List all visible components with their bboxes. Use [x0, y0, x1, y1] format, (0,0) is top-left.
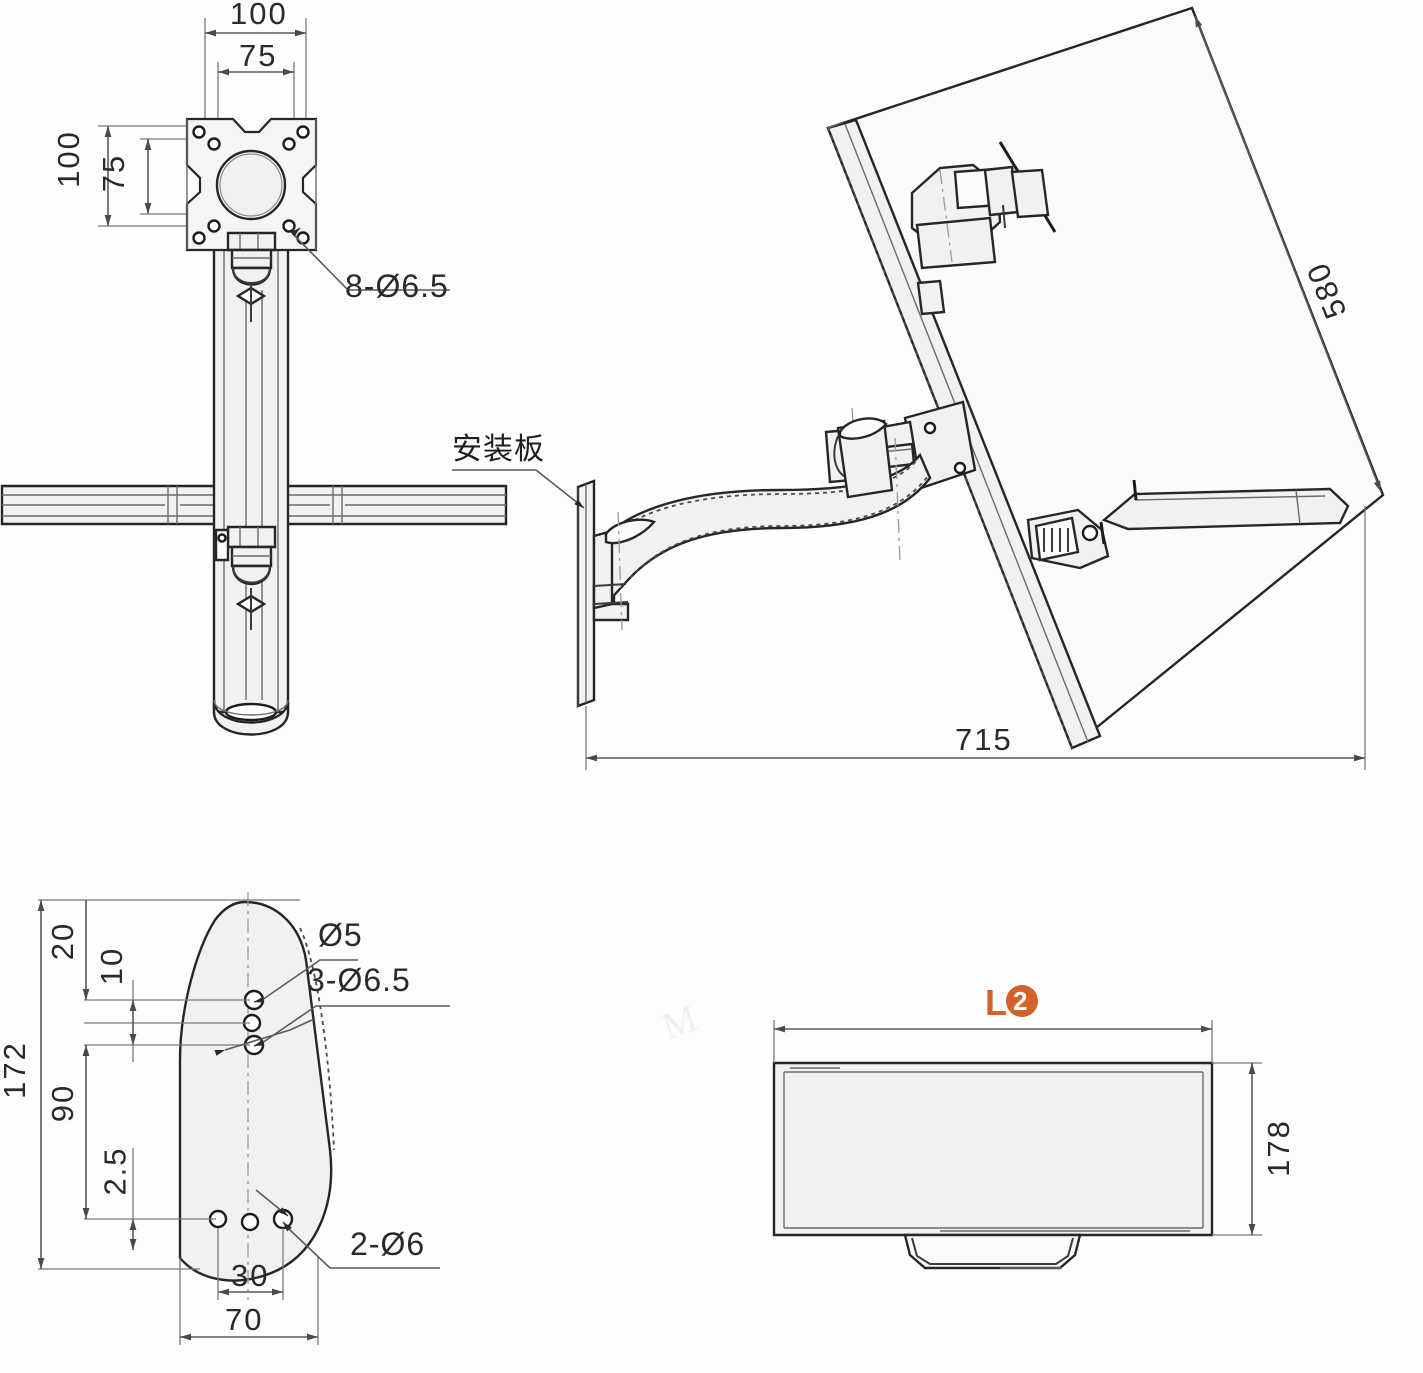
- vesa-hole: [192, 125, 206, 139]
- vesa-hole: [282, 219, 296, 233]
- monitor-lower-bracket: [1026, 479, 1350, 570]
- dim-reach-715: [585, 506, 1366, 770]
- monitor-upper-bracket: [910, 141, 1057, 316]
- vesa-hole: [207, 137, 221, 151]
- vesa-hole: [296, 231, 310, 245]
- vesa-plate: [185, 117, 318, 252]
- dim-width-70: [179, 1256, 319, 1345]
- vesa-hole: [207, 219, 221, 233]
- vesa-hole: [296, 125, 310, 139]
- dim-height-178: [1212, 1062, 1262, 1236]
- dim-screen-580: [1194, 15, 1382, 493]
- view-side-arm: [452, 6, 1385, 770]
- bracket-body: [178, 892, 335, 1300]
- dim-width-L: [773, 1020, 1213, 1063]
- badge-2-circle: [1006, 985, 1038, 1017]
- view-bracket-detail: [37, 892, 450, 1345]
- articulating-arm: [592, 417, 932, 631]
- bracket-hole-d6: [240, 1212, 260, 1232]
- view-front-vesa: [0, 18, 508, 736]
- panel-stand: [903, 1233, 1082, 1270]
- callout-mounting-plate: [452, 469, 585, 509]
- upper-joint: [226, 231, 277, 322]
- vesa-hole: [192, 231, 206, 245]
- dim-hole-spacing-30: [217, 1228, 284, 1300]
- dim-width-100: [204, 18, 307, 128]
- vesa-hole: [282, 137, 296, 151]
- callout-vesa-holes: [290, 227, 450, 291]
- view-monitor-panel: [772, 985, 1262, 1270]
- callout-hole-d5: [253, 959, 358, 1003]
- vertical-post: [212, 234, 290, 736]
- callout-holes-3-d65: [214, 1005, 450, 1056]
- lower-joint: [214, 525, 277, 630]
- callout-holes-2-d6: [255, 1189, 440, 1269]
